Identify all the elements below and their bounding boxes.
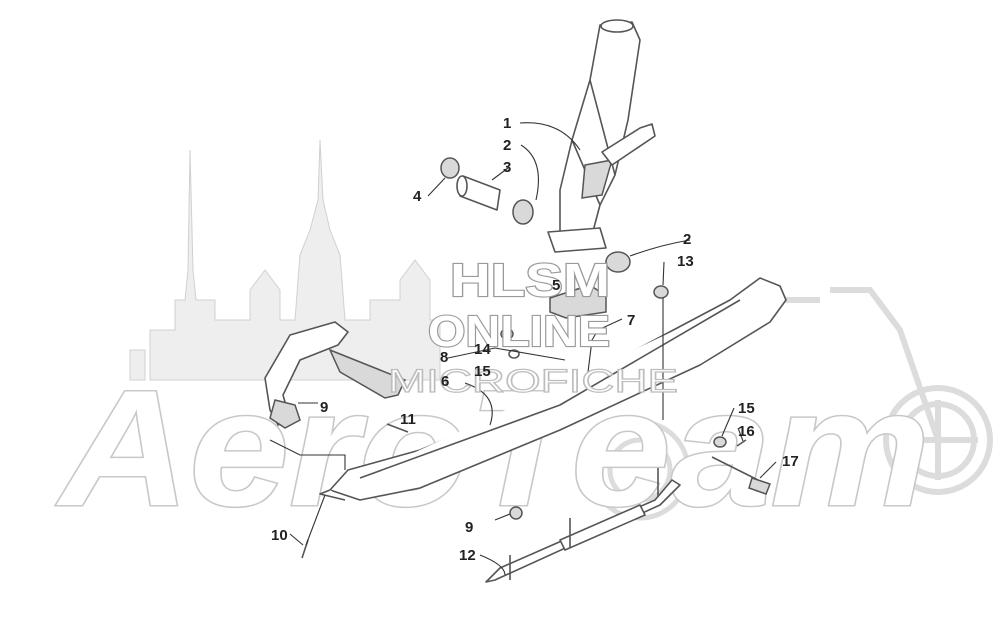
- nut-13: [653, 285, 669, 299]
- ski-saddle: [549, 284, 607, 319]
- callout-13: 13: [677, 253, 694, 270]
- callout-9: 9: [465, 519, 473, 536]
- clip-9: [269, 399, 301, 429]
- callouts: 1 2 2 3 4 5 6 7 8 9 9 10 11 12 13 14 15 …: [271, 115, 799, 564]
- callout-8: 8: [440, 349, 448, 366]
- hlsm-watermark-line2: ONLINE: [428, 307, 610, 356]
- washer-15: [713, 436, 727, 448]
- callout-5: 5: [552, 277, 560, 294]
- bushing-upper: [512, 199, 534, 225]
- hlsm-watermark-line3: MICROFICHE: [388, 363, 678, 399]
- callout-15: 15: [474, 363, 491, 380]
- skyline-watermark: [129, 139, 441, 381]
- ski-body: [319, 277, 787, 501]
- nut-9: [509, 506, 523, 520]
- callout-6: 6: [441, 373, 449, 390]
- callout-1: 1: [503, 115, 511, 132]
- bolt-11: [386, 423, 409, 433]
- callout-7: 7: [627, 312, 635, 329]
- callout-12: 12: [459, 547, 476, 564]
- nut-14: [500, 328, 514, 340]
- callout-16: 16: [738, 423, 755, 440]
- bushing-right: [605, 251, 631, 273]
- callout-3: 3: [503, 159, 511, 176]
- callout-2: 2: [503, 137, 511, 154]
- wear-bar: [485, 468, 681, 583]
- callout-11: 11: [400, 411, 416, 428]
- bushing-left: [440, 157, 460, 179]
- leader-lines: [269, 122, 777, 576]
- callout-14: 14: [474, 341, 491, 358]
- ski-bolt: [711, 456, 771, 495]
- cotter-pin-16: [736, 439, 747, 447]
- callout-15: 15: [738, 400, 755, 417]
- pivot-tube: [456, 175, 501, 211]
- callout-10: 10: [271, 527, 288, 544]
- callout-17: 17: [782, 453, 799, 470]
- hlsm-watermark-line1: HLSM: [450, 254, 610, 306]
- callout-9: 9: [320, 399, 328, 416]
- callout-2: 2: [683, 231, 691, 248]
- spindle-part: [547, 19, 656, 253]
- callout-4: 4: [413, 188, 422, 205]
